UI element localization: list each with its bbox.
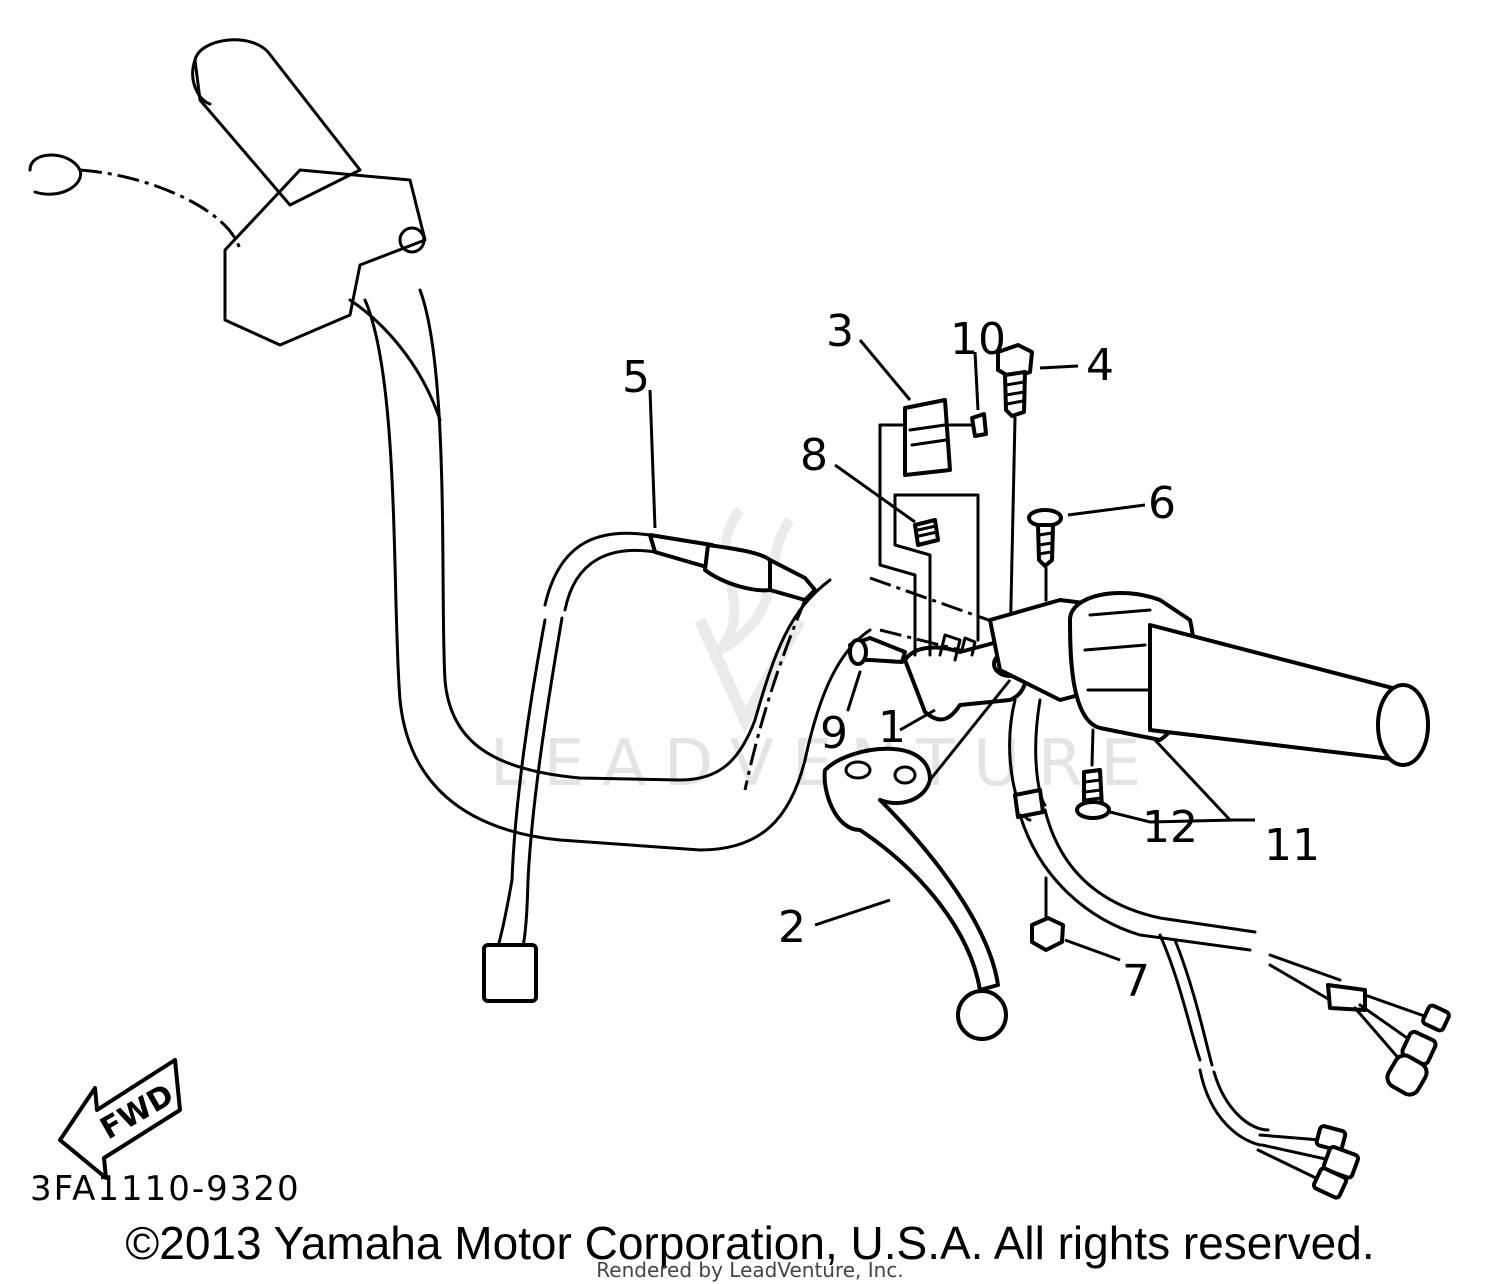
leader-lines <box>648 339 1255 962</box>
callouts: 1 2 3 4 5 6 7 8 9 10 11 12 <box>622 306 1320 1007</box>
callout-2: 2 <box>778 902 806 953</box>
part-3-switch <box>878 398 980 657</box>
part-8-spring <box>913 518 940 547</box>
callout-3: 3 <box>826 306 854 357</box>
callout-4: 4 <box>1086 340 1114 391</box>
part-5-cable <box>482 531 817 1003</box>
part-7-nut <box>1030 876 1065 952</box>
callout-7: 7 <box>1122 956 1150 1007</box>
part-9-pivot-bolt <box>846 636 907 712</box>
watermark-text: LEADVENTURE <box>490 727 1159 801</box>
switch-wiring-harness <box>1008 698 1451 1200</box>
rendered-by-notice: Rendered by LeadVenture, Inc. <box>596 1258 904 1282</box>
callout-6: 6 <box>1148 478 1176 529</box>
copyright-notice: ©2013 Yamaha Motor Corporation, U.S.A. A… <box>125 1217 1375 1269</box>
fwd-arrow: FWD <box>58 1058 182 1180</box>
part-code: 3FA1110-9320 <box>30 1169 301 1209</box>
callout-11: 11 <box>1264 820 1320 871</box>
callout-8: 8 <box>800 430 828 481</box>
callout-10: 10 <box>950 314 1006 365</box>
callout-12: 12 <box>1142 802 1198 853</box>
part-6-screw <box>1027 508 1063 602</box>
callout-5: 5 <box>622 352 650 403</box>
callout-9: 9 <box>820 708 848 759</box>
part-12-screw <box>1075 728 1111 820</box>
part-4-bolt <box>996 343 1034 652</box>
left-grip-assembly <box>28 38 442 422</box>
callout-1: 1 <box>878 702 906 753</box>
part-2-lever <box>822 746 1008 1041</box>
watermark: LEADVENTURE <box>490 506 1159 801</box>
part-11-switch-housing <box>988 591 1430 767</box>
part-10-clip <box>970 412 988 438</box>
